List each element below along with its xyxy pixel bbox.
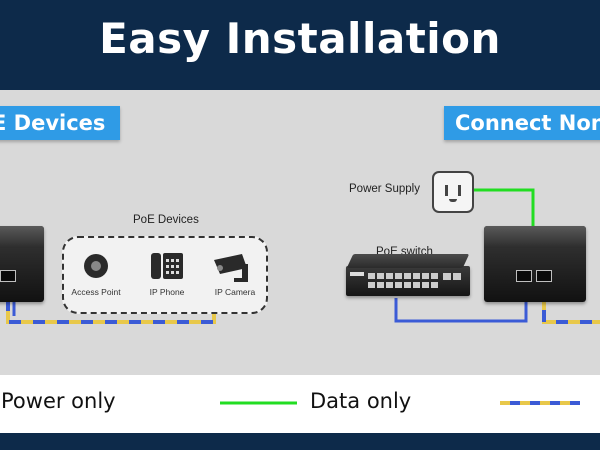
left-poe-injector bbox=[0, 226, 44, 302]
power-outlet-icon bbox=[432, 171, 474, 213]
installation-diagram: E Devices Connect Non- PoE Devices bbox=[0, 90, 600, 375]
ip-camera-icon bbox=[214, 254, 248, 282]
switch-ports bbox=[350, 272, 461, 288]
access-point-icon bbox=[84, 254, 108, 278]
poe-devices-box: Access Point IP Phone IP Camera bbox=[62, 236, 268, 314]
power-supply-line bbox=[470, 188, 535, 230]
device-label-ip-phone: IP Phone bbox=[149, 287, 185, 297]
device-label-access-point: Access Point bbox=[71, 287, 121, 297]
power-supply-label: Power Supply bbox=[349, 183, 420, 195]
page-title: Easy Installation bbox=[99, 14, 501, 63]
poe-devices-label: PoE Devices bbox=[133, 214, 199, 226]
header-banner: Easy Installation bbox=[0, 0, 600, 90]
footer-bar bbox=[0, 433, 600, 450]
poe-device-icons bbox=[84, 253, 248, 282]
legend-swatches bbox=[220, 401, 580, 405]
legend-data-only: Data only bbox=[310, 389, 412, 413]
poe-switch bbox=[346, 254, 470, 296]
ethernet-port-icon bbox=[516, 270, 532, 282]
ip-phone-icon bbox=[151, 253, 183, 279]
device-label-ip-camera: IP Camera bbox=[214, 287, 256, 297]
switch-data-line bbox=[394, 286, 528, 323]
right-poe-injector bbox=[484, 226, 586, 302]
ethernet-port-icon bbox=[536, 270, 552, 282]
tag-connect-non-poe: Connect Non- bbox=[444, 106, 600, 140]
legend-power-only: Power only bbox=[1, 389, 116, 413]
legend: Power only Data only bbox=[0, 375, 600, 433]
tag-poe-devices: E Devices bbox=[0, 106, 120, 140]
ethernet-port-icon bbox=[0, 270, 16, 282]
